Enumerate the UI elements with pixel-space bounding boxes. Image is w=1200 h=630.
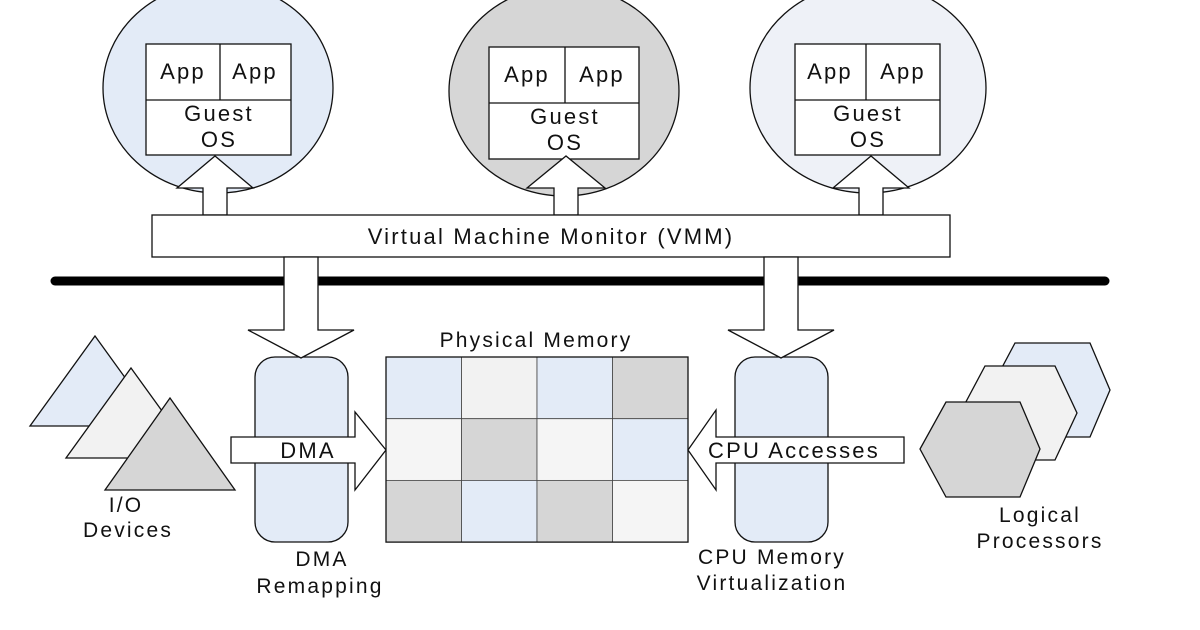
vmm-label: Virtual Machine Monitor (VMM) — [368, 224, 735, 249]
physical-memory-title: Physical Memory — [440, 329, 633, 352]
cpu-accesses-arrow — [687, 407, 905, 493]
memory-cell — [461, 479, 538, 543]
vm-1: App App Guest OS — [102, 0, 334, 194]
vm-1-os-line-2: OS — [201, 127, 237, 152]
memory-cell — [612, 418, 689, 481]
vm-1-app-1: App — [160, 59, 206, 84]
io-devices-label-line-1: I/O — [109, 494, 144, 517]
io-device-triangle-3 — [103, 396, 237, 491]
processor-hexagon-3 — [919, 401, 1041, 498]
vmm-bar — [151, 214, 951, 258]
logical-processors-label-line-1: Logical — [999, 504, 1081, 527]
dma-caption-line-1: DMA — [295, 548, 348, 571]
memory-cell — [612, 356, 689, 420]
dma-arrow — [230, 410, 387, 492]
vm-3-app-2: App — [880, 59, 926, 84]
memory-cell — [536, 479, 613, 543]
memory-cell — [385, 356, 462, 420]
vm-3-app-1: App — [807, 59, 853, 84]
vm-1-app-2: App — [232, 59, 278, 84]
physical-memory-grid — [385, 356, 689, 543]
vmm-to-vm-1-arrow — [175, 155, 255, 216]
memory-cell — [385, 418, 462, 481]
memory-cell — [385, 479, 462, 543]
vm-3-os-line-2: OS — [850, 127, 886, 152]
memory-cell — [461, 418, 538, 481]
io-devices-icon — [28, 334, 237, 491]
vm-3: App App Guest OS — [749, 0, 987, 194]
vm-2: App App Guest OS — [448, 0, 680, 197]
vm-2-app-1: App — [504, 62, 550, 87]
cpu-accesses-label: CPU Accesses — [708, 438, 880, 463]
memory-cell — [536, 418, 613, 481]
vmm-to-vm-3-arrow — [831, 155, 911, 216]
vm-1-os-line-1: Guest — [184, 101, 254, 126]
vm-2-app-2: App — [579, 62, 625, 87]
memory-cell — [461, 356, 538, 420]
logical-processors-label-line-2: Processors — [976, 530, 1103, 553]
logical-processors-icon — [919, 342, 1111, 498]
memory-cell — [536, 356, 613, 420]
vmm-to-vm-2-arrow — [525, 155, 607, 216]
vm-2-os-line-1: Guest — [530, 104, 600, 129]
io-devices-label-line-2: Devices — [83, 519, 173, 542]
vmm-to-cpu-arrow — [727, 256, 835, 359]
vmm-to-dma-arrow — [247, 256, 355, 359]
dma-caption-line-2: Remapping — [256, 575, 383, 598]
vm-2-os-line-2: OS — [547, 130, 583, 155]
memory-cell — [612, 479, 689, 543]
cpu-caption-line-2: Virtualization — [697, 572, 848, 595]
cpu-caption-line-1: CPU Memory — [698, 546, 846, 569]
dma-arrow-label: DMA — [280, 438, 336, 463]
vm-3-os-line-1: Guest — [833, 101, 903, 126]
